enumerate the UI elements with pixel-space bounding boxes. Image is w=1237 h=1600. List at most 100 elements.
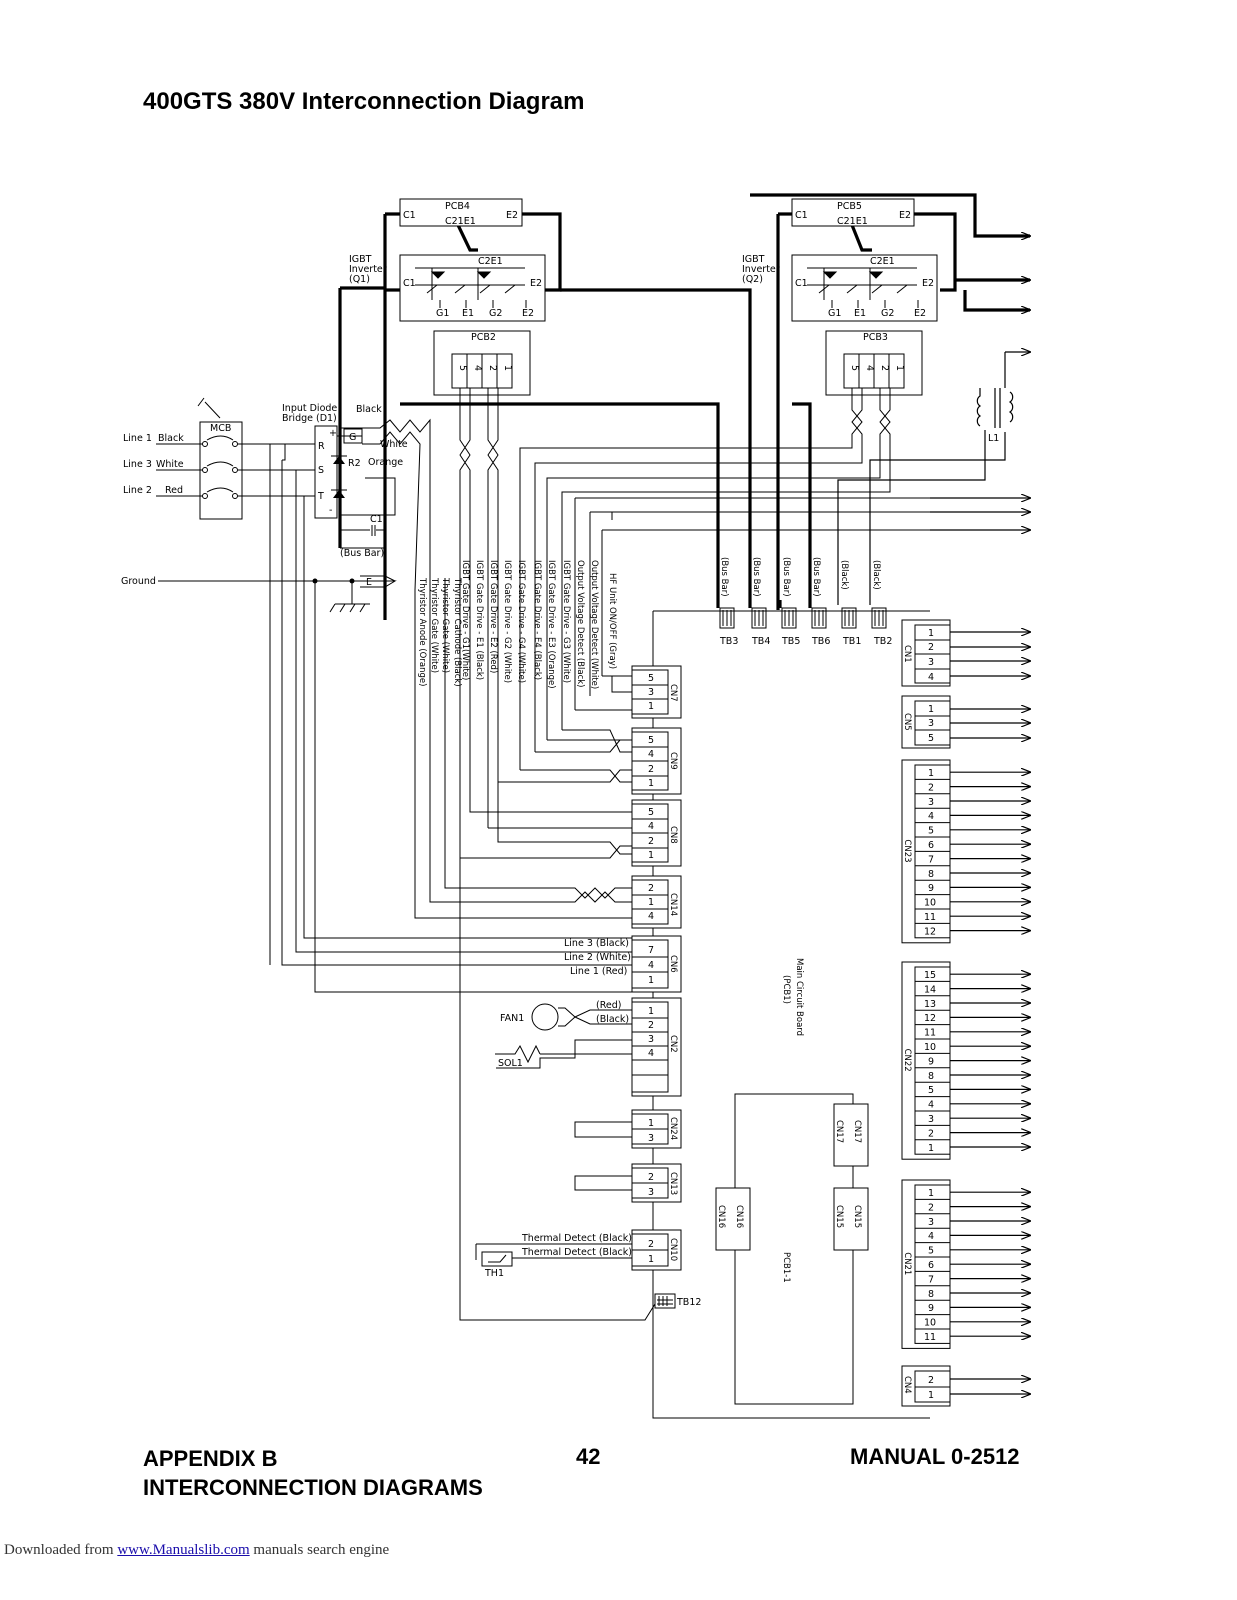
svg-text:S: S (318, 465, 324, 476)
svg-text:1: 1 (648, 1254, 654, 1265)
pin-label: 12 (924, 1013, 936, 1024)
pin-label: 2 (928, 782, 934, 793)
svg-text:E2: E2 (922, 278, 934, 289)
svg-text:(Red): (Red) (596, 1000, 621, 1011)
svg-text:E1: E1 (854, 308, 866, 319)
svg-text:4: 4 (928, 672, 934, 683)
connector-cn2: 1 2 3 4 CN2 (631, 997, 682, 1097)
svg-text:CN9: CN9 (668, 752, 678, 770)
footer-section-title: INTERCONNECTION DIAGRAMS (143, 1475, 483, 1500)
svg-text:CN16: CN16 (734, 1205, 744, 1228)
inductor-l1 (837, 352, 1014, 605)
svg-text:5: 5 (928, 733, 934, 744)
svg-text:CN7: CN7 (668, 684, 678, 702)
pin-label: 3 (928, 1217, 934, 1228)
connector-cn8: 5 4 2 1 CN8 (460, 758, 682, 867)
svg-text:1: 1 (928, 704, 934, 715)
svg-text:G1: G1 (828, 308, 841, 319)
terminal-tb12: TB12 (459, 858, 701, 1321)
pin-label: 6 (928, 1260, 934, 1271)
input-diode-bridge: Input Diode Bridge (D1) + R S T - G R2 B… (282, 403, 431, 591)
svg-text:4: 4 (648, 821, 654, 832)
pin-label: 2 (928, 1202, 934, 1213)
svg-text:Thyristor Anode (Orange): Thyristor Anode (Orange) (417, 577, 427, 686)
svg-text:CN24: CN24 (668, 1117, 678, 1140)
vertical-wire-labels: Thyristor Anode (Orange) Thyristor Gate … (417, 560, 617, 689)
svg-text:Output Voltage Detect (White): Output Voltage Detect (White) (589, 560, 599, 689)
svg-text:C2E1: C2E1 (478, 256, 503, 267)
svg-text:2: 2 (928, 1375, 934, 1386)
svg-text:5: 5 (648, 807, 654, 818)
svg-text:1: 1 (928, 628, 934, 639)
svg-text:1: 1 (648, 701, 654, 712)
svg-text:E2: E2 (506, 210, 518, 221)
pin-label: 8 (928, 869, 934, 880)
svg-text:4: 4 (648, 749, 654, 760)
svg-text:E2: E2 (522, 308, 534, 319)
svg-text:IGBT Gate Drive - G3 (White): IGBT Gate Drive - G3 (White) (561, 560, 571, 683)
output-arrows-top (930, 236, 1030, 530)
footer-appendix: APPENDIX B (143, 1446, 278, 1471)
svg-text:C21E1: C21E1 (837, 216, 868, 227)
svg-text:(Black): (Black) (596, 1014, 629, 1025)
pin-label: 11 (924, 1028, 936, 1039)
line-wiring (269, 443, 632, 966)
fan1: FAN1 (Red) (Black) (500, 1000, 632, 1031)
svg-text:2: 2 (648, 836, 654, 847)
svg-text:(Bus Bar): (Bus Bar) (751, 557, 761, 597)
pcb4-board: PCB4 C1 C21E1 E2 (399, 198, 523, 227)
svg-text:(Q1): (Q1) (349, 274, 370, 285)
svg-text:Main Circuit Board: Main Circuit Board (794, 958, 804, 1036)
svg-text:1: 1 (648, 778, 654, 789)
pin-label: 10 (924, 1042, 936, 1053)
svg-text:(Q2): (Q2) (742, 274, 763, 285)
pin-label: 3 (928, 797, 934, 808)
svg-text:4: 4 (648, 1048, 654, 1059)
svg-text:2: 2 (879, 365, 890, 371)
svg-text:TH1: TH1 (484, 1268, 504, 1279)
svg-text:Ground: Ground (121, 576, 156, 587)
svg-text:R: R (318, 441, 325, 452)
svg-text:7: 7 (648, 945, 654, 956)
pin-label: 11 (924, 1332, 936, 1343)
igbt-inverter-q1: IGBT Inverter (Q1) C1 C2E1 E2 G1 E1 G2 E… (349, 254, 546, 396)
svg-text:2: 2 (648, 1172, 654, 1183)
pin-label: 4 (928, 1100, 934, 1111)
svg-text:Line 1 (Red): Line 1 (Red) (570, 966, 627, 977)
svg-text:C2E1: C2E1 (870, 256, 895, 267)
svg-text:CN1: CN1 (902, 645, 912, 663)
connector-cn5: 1 3 5 CN5 (901, 695, 1030, 749)
svg-text:Thyristor Gate (White): Thyristor Gate (White) (429, 577, 439, 673)
svg-text:G2: G2 (489, 308, 502, 319)
svg-text:Line 2: Line 2 (123, 485, 152, 496)
svg-text:White: White (380, 439, 408, 450)
gate-drive-wiring (459, 388, 1030, 858)
pin-label: 9 (928, 1303, 934, 1314)
svg-text:5: 5 (648, 673, 654, 684)
svg-text:Orange: Orange (368, 457, 403, 468)
svg-text:(PCB1): (PCB1) (781, 975, 791, 1004)
svg-text:CN4: CN4 (902, 1376, 912, 1394)
svg-text:IGBT: IGBT (349, 254, 372, 265)
svg-text:TB3: TB3 (719, 636, 738, 647)
pin-label: 12 (924, 926, 936, 937)
pin-label: 8 (928, 1071, 934, 1082)
pin-label: 4 (928, 811, 934, 822)
svg-text:Red: Red (165, 485, 183, 496)
pin-label: 10 (924, 898, 936, 909)
svg-text:T: T (317, 491, 324, 502)
svg-text:PCB2: PCB2 (471, 332, 496, 343)
svg-text:2: 2 (487, 365, 498, 371)
svg-text:CN5: CN5 (902, 713, 912, 731)
manualslib-link[interactable]: www.Manualslib.com (117, 1542, 250, 1558)
svg-text:C1: C1 (795, 278, 808, 289)
svg-text:3: 3 (648, 1187, 654, 1198)
pin-label: 1 (928, 1188, 934, 1199)
svg-text:C1: C1 (403, 210, 416, 221)
svg-text:CN15: CN15 (852, 1205, 862, 1228)
svg-text:PCB5: PCB5 (837, 201, 862, 212)
pin-label: 14 (924, 984, 936, 995)
svg-text:CN17: CN17 (852, 1120, 862, 1143)
download-suffix: manuals search engine (253, 1542, 390, 1558)
